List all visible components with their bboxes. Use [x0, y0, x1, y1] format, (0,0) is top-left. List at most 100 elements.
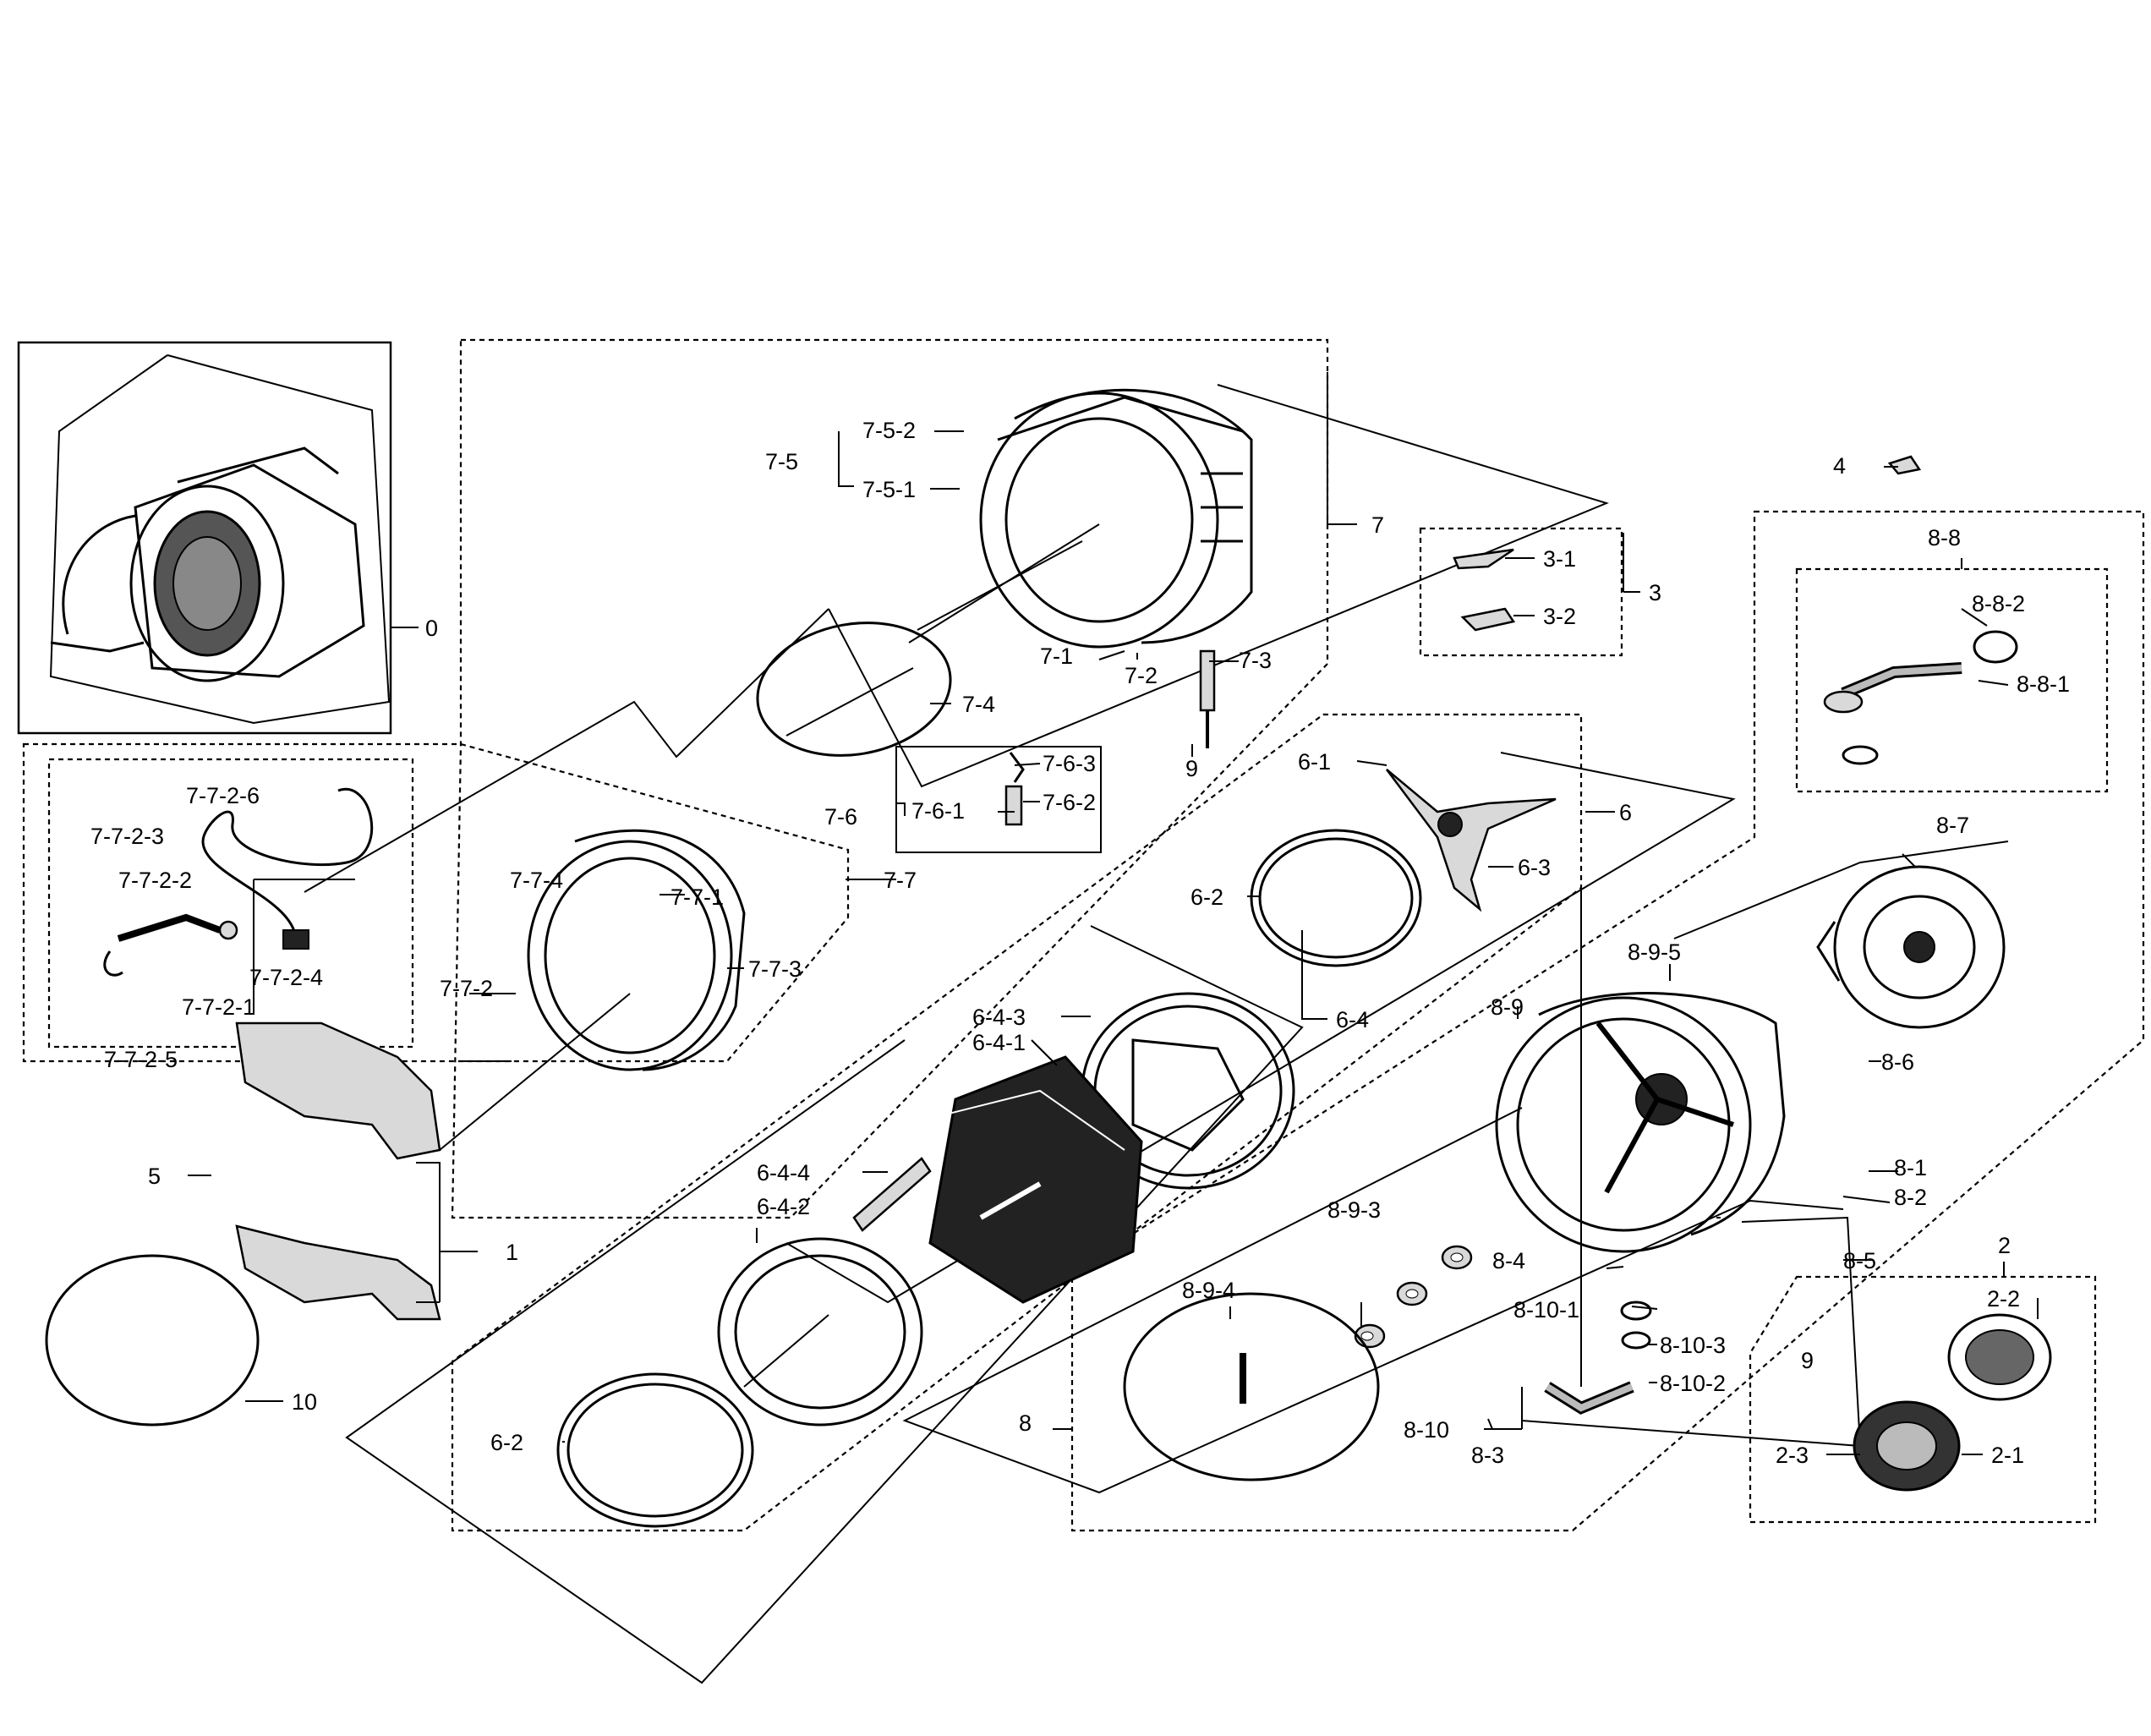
- label-7-7-2-6: 7-7-2-6: [186, 783, 260, 808]
- rear-tub-8-9: [1495, 992, 1786, 1253]
- label-8-9: 8-9: [1491, 994, 1524, 1020]
- label-8-10: 8-10: [1404, 1417, 1449, 1443]
- bracket-6-upper: [785, 752, 1736, 1304]
- drain-hose-8-10: [1544, 1301, 1652, 1415]
- drum-lifter-6-4-4: [852, 1157, 932, 1232]
- label-8-8-2: 8-8-2: [1972, 591, 2025, 616]
- label-3: 3: [1649, 580, 1661, 605]
- leader-lines: [188, 372, 2039, 1455]
- label-0: 0: [425, 616, 438, 641]
- label-5: 5: [148, 1164, 161, 1189]
- label-7-5-2: 7-5-2: [862, 418, 916, 443]
- group-box-8-8: [1795, 567, 2109, 793]
- label-8-7: 8-7: [1936, 813, 1969, 838]
- label-8-10-2: 8-10-2: [1660, 1371, 1726, 1396]
- label-7-7-3: 7-7-3: [748, 956, 802, 982]
- bolt-7-3-drawing: [1199, 649, 1216, 748]
- label-7-6: 7-6: [824, 804, 857, 830]
- label-3-1: 3-1: [1543, 546, 1576, 572]
- label-8-9-5: 8-9-5: [1628, 939, 1681, 965]
- motor-stator-8-7: [1816, 865, 2006, 1029]
- label-6-2-lower: 6-2: [490, 1430, 523, 1455]
- drum-gasket-6-2-lower: [556, 1372, 754, 1528]
- drum-spider-6-3-drawing: [1386, 769, 1557, 912]
- label-8-9-4: 8-9-4: [1182, 1278, 1235, 1303]
- tub-gasket-ring-7-4: [756, 622, 952, 757]
- label-8-4: 8-4: [1492, 1248, 1525, 1273]
- label-7-7-2-1: 7-7-2-1: [182, 994, 255, 1020]
- label-7: 7: [1371, 512, 1384, 538]
- label-8-8: 8-8: [1928, 525, 1961, 550]
- label-6-1: 6-1: [1298, 749, 1331, 775]
- hose-8-8-drawing: [1823, 630, 2018, 765]
- label-6-2-upper: 6-2: [1190, 884, 1223, 910]
- label-6-4: 6-4: [1336, 1007, 1369, 1032]
- label-9-lower: 9: [1801, 1348, 1814, 1373]
- group-box-8: [1070, 510, 2145, 1532]
- label-7-3: 7-3: [1239, 648, 1272, 673]
- label-2-3: 2-3: [1776, 1443, 1809, 1468]
- label-8-2: 8-2: [1894, 1185, 1927, 1210]
- filter-3-parts: [1453, 548, 1516, 632]
- group-box-0: [17, 341, 392, 735]
- label-7-5-1: 7-5-1: [862, 477, 916, 502]
- label-9-upper: 9: [1185, 756, 1198, 781]
- bracket-6-lower: [345, 925, 1304, 1684]
- label-7-7-2-5: 7-7-2-5: [104, 1047, 178, 1072]
- tub-seals-8-9-parts: [1354, 1245, 1473, 1349]
- bracket-2: [1521, 1216, 1862, 1448]
- drum-body-6-4-1: [928, 1055, 1143, 1304]
- drum-gasket-6-2-upper: [1250, 829, 1422, 967]
- label-8-3: 8-3: [1471, 1443, 1504, 1468]
- label-8-8-1: 8-8-1: [2017, 671, 2070, 697]
- group-box-7-7-2: [47, 758, 414, 1049]
- label-8-6: 8-6: [1881, 1049, 1914, 1075]
- label-3-2: 3-2: [1543, 604, 1576, 629]
- label-6-3: 6-3: [1518, 855, 1551, 880]
- group-box-2: [1749, 1275, 2097, 1524]
- label-8-10-3: 8-10-3: [1660, 1333, 1726, 1358]
- pulley-rotor-2: [1853, 1313, 2052, 1492]
- group-box-3: [1419, 527, 1623, 657]
- label-7-7-2-2: 7-7-2-2: [118, 868, 192, 893]
- hose-assembly-7-7-2-drawing: [103, 787, 374, 977]
- label-7-6-3: 7-6-3: [1043, 751, 1096, 776]
- label-2: 2: [1998, 1233, 2011, 1258]
- label-2-2: 2-2: [1987, 1286, 2020, 1312]
- clip-4: [1887, 455, 1922, 475]
- label-10: 10: [292, 1389, 317, 1415]
- label-6-4-4: 6-4-4: [757, 1160, 810, 1186]
- label-7-7-2: 7-7-2: [440, 976, 493, 1001]
- label-6-4-1: 6-4-1: [972, 1030, 1026, 1055]
- label-7-4: 7-4: [962, 692, 995, 717]
- label-8-9-3: 8-9-3: [1327, 1197, 1381, 1223]
- label-8-5: 8-5: [1843, 1248, 1876, 1273]
- label-7-2: 7-2: [1125, 663, 1158, 688]
- part-labels: 0 1 2 2-1 2-2 2-3 3 3-1 3-2 4 5 6 6-1 6-…: [90, 418, 2070, 1468]
- label-1: 1: [506, 1240, 518, 1265]
- bracket-8-upper: [1673, 841, 2009, 939]
- label-7-7-4: 7-7-4: [510, 868, 563, 893]
- label-6-4-2: 6-4-2: [757, 1194, 810, 1219]
- tub-brackets-drawing: [45, 1021, 441, 1427]
- label-7-6-2: 7-6-2: [1043, 790, 1096, 815]
- group-box-7-6: [895, 746, 1102, 853]
- tub-gasket-8-9-4: [1123, 1292, 1380, 1481]
- label-8-1: 8-1: [1894, 1155, 1927, 1180]
- label-4: 4: [1833, 453, 1846, 479]
- tub-assembly-drawing: [49, 354, 391, 725]
- label-7-1: 7-1: [1040, 643, 1073, 669]
- bracket-7-lower: [304, 608, 829, 893]
- label-7-5: 7-5: [765, 449, 798, 474]
- label-7-7: 7-7: [884, 868, 917, 893]
- bracket-7-tub-front: [828, 384, 1609, 788]
- group-box-7-7: [22, 742, 850, 1063]
- label-8: 8: [1019, 1410, 1032, 1436]
- label-2-1: 2-1: [1991, 1443, 2024, 1468]
- label-7-7-2-4: 7-7-2-4: [249, 965, 323, 990]
- label-6: 6: [1619, 800, 1632, 825]
- label-8-10-1: 8-10-1: [1513, 1297, 1579, 1323]
- sensor-7-6-drawing: [1004, 752, 1025, 826]
- front-tub-drawing: [439, 829, 746, 1151]
